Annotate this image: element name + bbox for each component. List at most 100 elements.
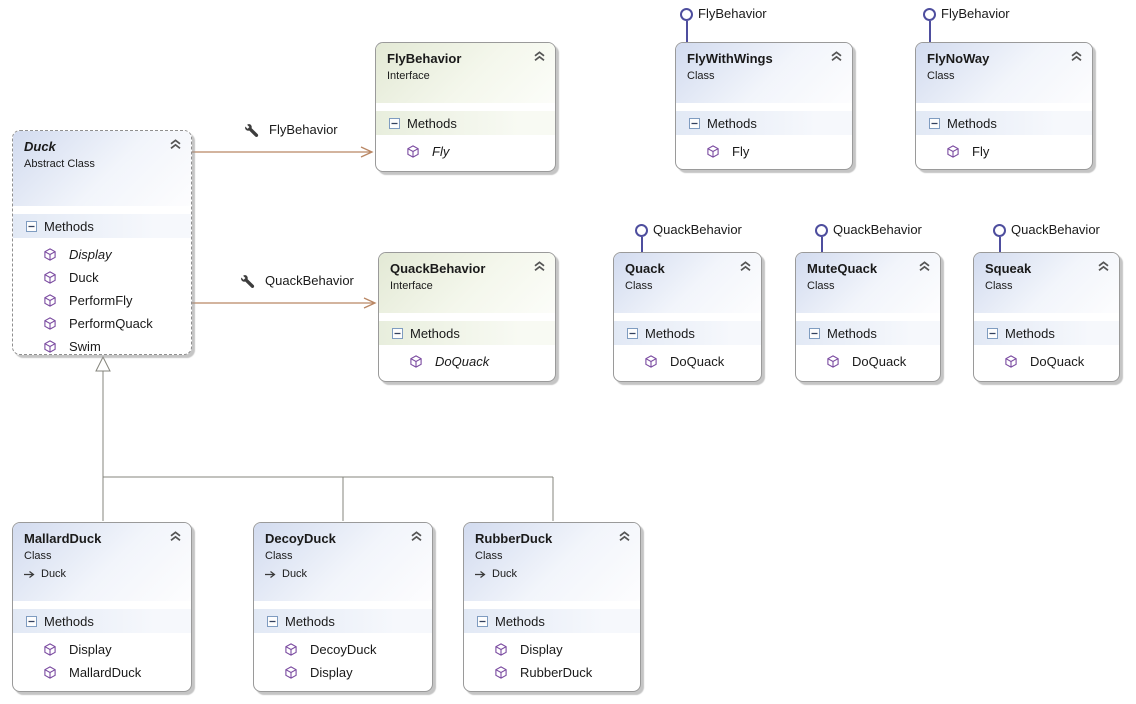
method-item[interactable]: DoQuack — [974, 350, 1119, 373]
collapse-chevron-icon[interactable] — [830, 51, 843, 62]
method-item[interactable]: DecoyDuck — [254, 638, 432, 661]
association-connector[interactable] — [192, 146, 374, 158]
collapse-chevron-icon[interactable] — [169, 531, 182, 542]
node-header-top: Squeak — [985, 261, 1110, 276]
collapse-minus-icon[interactable] — [809, 327, 820, 339]
method-item[interactable]: Swim — [13, 335, 191, 354]
collapse-chevron-icon[interactable] — [410, 531, 423, 542]
method-item[interactable]: Fly — [676, 140, 852, 163]
method-item[interactable]: DoQuack — [796, 350, 940, 373]
methods-list: Fly — [376, 135, 555, 163]
method-icon — [495, 643, 507, 656]
lollipop-stem — [821, 237, 823, 252]
association-connector[interactable] — [192, 297, 377, 309]
methods-section-header[interactable]: Methods — [676, 111, 852, 135]
class-kind: Class — [625, 280, 653, 292]
method-item[interactable]: DoQuack — [614, 350, 761, 373]
method-item[interactable]: DoQuack — [379, 350, 555, 373]
method-name: Swim — [69, 339, 101, 354]
method-item[interactable]: Display — [13, 243, 191, 266]
collapse-chevron-icon[interactable] — [533, 261, 546, 272]
collapse-minus-icon[interactable] — [689, 117, 700, 129]
method-icon — [44, 643, 56, 656]
node-header-top: RubberDuck — [475, 531, 631, 546]
method-item[interactable]: PerformQuack — [13, 312, 191, 335]
lollipop-interface-icon[interactable] — [815, 224, 828, 237]
collapse-minus-icon[interactable] — [987, 327, 998, 339]
method-icon — [285, 643, 297, 656]
collapse-minus-icon[interactable] — [26, 220, 37, 232]
collapse-minus-icon[interactable] — [389, 117, 400, 129]
collapse-minus-icon[interactable] — [929, 117, 940, 129]
base-class-row: Duck — [265, 568, 423, 581]
method-icon — [285, 666, 297, 679]
method-name: Fly — [732, 144, 750, 159]
method-icon — [947, 145, 959, 158]
method-item[interactable]: MallardDuck — [13, 661, 191, 684]
method-item[interactable]: Display — [254, 661, 432, 684]
collapse-minus-icon[interactable] — [477, 615, 488, 627]
method-item[interactable]: RubberDuck — [464, 661, 640, 684]
collapse-chevron-icon[interactable] — [533, 51, 546, 62]
association-wrench-icon — [245, 123, 259, 137]
methods-list: DoQuack — [614, 345, 761, 373]
method-item[interactable]: PerformFly — [13, 289, 191, 312]
methods-section-header[interactable]: Methods — [464, 609, 640, 633]
collapse-minus-icon[interactable] — [267, 615, 278, 627]
collapse-minus-icon[interactable] — [26, 615, 37, 627]
lollipop-interface-icon[interactable] — [923, 8, 936, 21]
method-item[interactable]: Fly — [916, 140, 1092, 163]
class-kind: Class — [475, 550, 503, 562]
method-name: MallardDuck — [69, 665, 142, 680]
method-icon — [44, 294, 56, 307]
methods-section-header[interactable]: Methods — [13, 609, 191, 633]
node-header-top: MuteQuack — [807, 261, 931, 276]
collapse-minus-icon[interactable] — [392, 327, 403, 339]
method-name: Display — [520, 642, 563, 657]
collapse-chevron-icon[interactable] — [918, 261, 931, 272]
collapse-minus-icon[interactable] — [627, 327, 638, 339]
methods-section-header[interactable]: Methods — [974, 321, 1119, 345]
association-label[interactable]: FlyBehavior — [245, 122, 338, 138]
methods-section-header[interactable]: Methods — [916, 111, 1092, 135]
method-item[interactable]: Display — [464, 638, 640, 661]
lollipop-stem — [686, 21, 688, 42]
base-class-name: Duck — [41, 568, 67, 580]
methods-section-header[interactable]: Methods — [379, 321, 555, 345]
methods-section-header[interactable]: Methods — [796, 321, 940, 345]
collapse-chevron-icon[interactable] — [739, 261, 752, 272]
collapse-chevron-icon[interactable] — [1097, 261, 1110, 272]
methods-section-header[interactable]: Methods — [13, 214, 191, 238]
methods-section-label: Methods — [407, 115, 457, 131]
methods-section-header[interactable]: Methods — [614, 321, 761, 345]
lollipop-interface-icon[interactable] — [993, 224, 1006, 237]
collapse-chevron-icon[interactable] — [618, 531, 631, 542]
methods-section-header[interactable]: Methods — [254, 609, 432, 633]
method-item[interactable]: Display — [13, 638, 191, 661]
methods-list: Fly — [676, 135, 852, 163]
collapse-chevron-icon[interactable] — [1070, 51, 1083, 62]
collapse-chevron-icon[interactable] — [169, 139, 182, 150]
lollipop-interface-icon[interactable] — [680, 8, 693, 21]
lollipop-interface-icon[interactable] — [635, 224, 648, 237]
methods-section-header[interactable]: Methods — [376, 111, 555, 135]
association-label[interactable]: QuackBehavior — [241, 273, 354, 289]
method-item[interactable]: Duck — [13, 266, 191, 289]
method-item[interactable]: Fly — [376, 140, 555, 163]
method-icon — [1005, 355, 1017, 368]
